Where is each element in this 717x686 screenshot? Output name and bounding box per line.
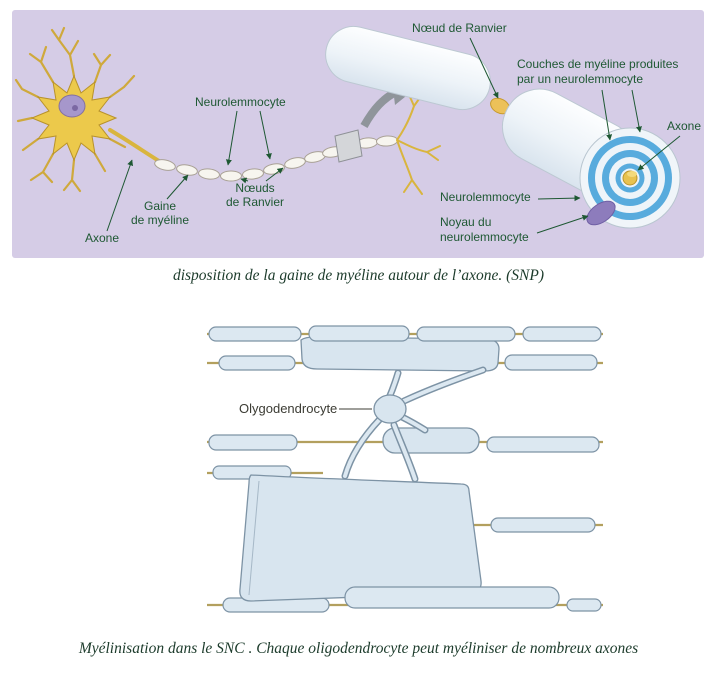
label-noeud-ranvier-top: Nœud de Ranvier bbox=[412, 21, 507, 35]
neurolemmocyte-nucleus bbox=[586, 200, 616, 226]
couches-pointer-1 bbox=[601, 89, 613, 141]
label-noyau-line2: neurolemmocyte bbox=[440, 230, 529, 244]
axone-right-pointer bbox=[637, 135, 681, 171]
label-neurolemmocyte-left: Neurolemmocyte bbox=[195, 95, 286, 109]
myelin-capsule-bottom-large bbox=[344, 586, 560, 609]
label-axone-left: Axone bbox=[85, 231, 119, 245]
noeuds-pointer-2 bbox=[265, 167, 284, 182]
figure2-canvas: Olygodendrocyte bbox=[207, 325, 603, 613]
neurolemmocyte-left-pointer-1 bbox=[225, 110, 238, 166]
label-noyau-line1: Noyau du bbox=[440, 215, 491, 229]
myelin-sheath-chain bbox=[154, 135, 398, 182]
figure-oligodendrocyte-cns: Olygodendrocyte bbox=[205, 313, 717, 631]
figure1-caption: disposition de la gaine de myéline autou… bbox=[172, 267, 545, 284]
figure2-caption: Myélinisation dans le SNC . Chaque oligo… bbox=[78, 640, 639, 657]
myelin-wrap-middle bbox=[382, 427, 480, 454]
neuron-soma bbox=[30, 74, 118, 162]
gaine-pointer bbox=[166, 174, 189, 200]
label-gaine-line2: de myéline bbox=[131, 213, 189, 227]
label-oligodendrocyte: Olygodendrocyte bbox=[239, 401, 337, 416]
label-gaine-line1: Gaine bbox=[144, 199, 176, 213]
noeuds-pointer-1 bbox=[240, 177, 249, 184]
label-noeuds-line1: Nœuds bbox=[235, 181, 274, 195]
couches-pointer-2 bbox=[631, 89, 642, 133]
label-noeuds-line2: de Ranvier bbox=[226, 195, 284, 209]
dendrites bbox=[14, 26, 136, 193]
zoom-square bbox=[334, 129, 363, 163]
nucleolus bbox=[72, 105, 78, 111]
figure1-canvas: Neurolemmocyte Nœuds de Ranvier Gaine de… bbox=[12, 10, 704, 258]
oligodendrocyte-body bbox=[373, 394, 407, 424]
figure-myelin-pns: Neurolemmocyte Nœuds de Ranvier Gaine de… bbox=[12, 10, 717, 258]
myelin-sheet-top bbox=[300, 336, 500, 372]
noyau-pointer bbox=[536, 214, 589, 234]
myelin-sheet-large bbox=[239, 474, 482, 602]
label-neurolemmocyte-right: Neurolemmocyte bbox=[440, 190, 531, 204]
axone-left-pointer bbox=[106, 159, 134, 232]
label-couches-line1: Couches de myéline produites bbox=[517, 57, 678, 71]
myelin-tube-segment-1 bbox=[325, 25, 491, 111]
label-axone-right: Axone bbox=[667, 119, 701, 133]
noeud-ranvier-top-pointer bbox=[469, 37, 499, 99]
neuron-nucleus bbox=[58, 94, 86, 118]
oligodendrocyte-processes-fill bbox=[343, 368, 485, 481]
label-couches-line2: par un neurolemmocyte bbox=[517, 72, 643, 86]
neurolemmocyte-left-pointer-2 bbox=[259, 110, 272, 160]
axon-hillock bbox=[108, 128, 161, 163]
myelin-capsules bbox=[208, 325, 602, 613]
neurolemmocyte-right-pointer bbox=[537, 195, 581, 202]
